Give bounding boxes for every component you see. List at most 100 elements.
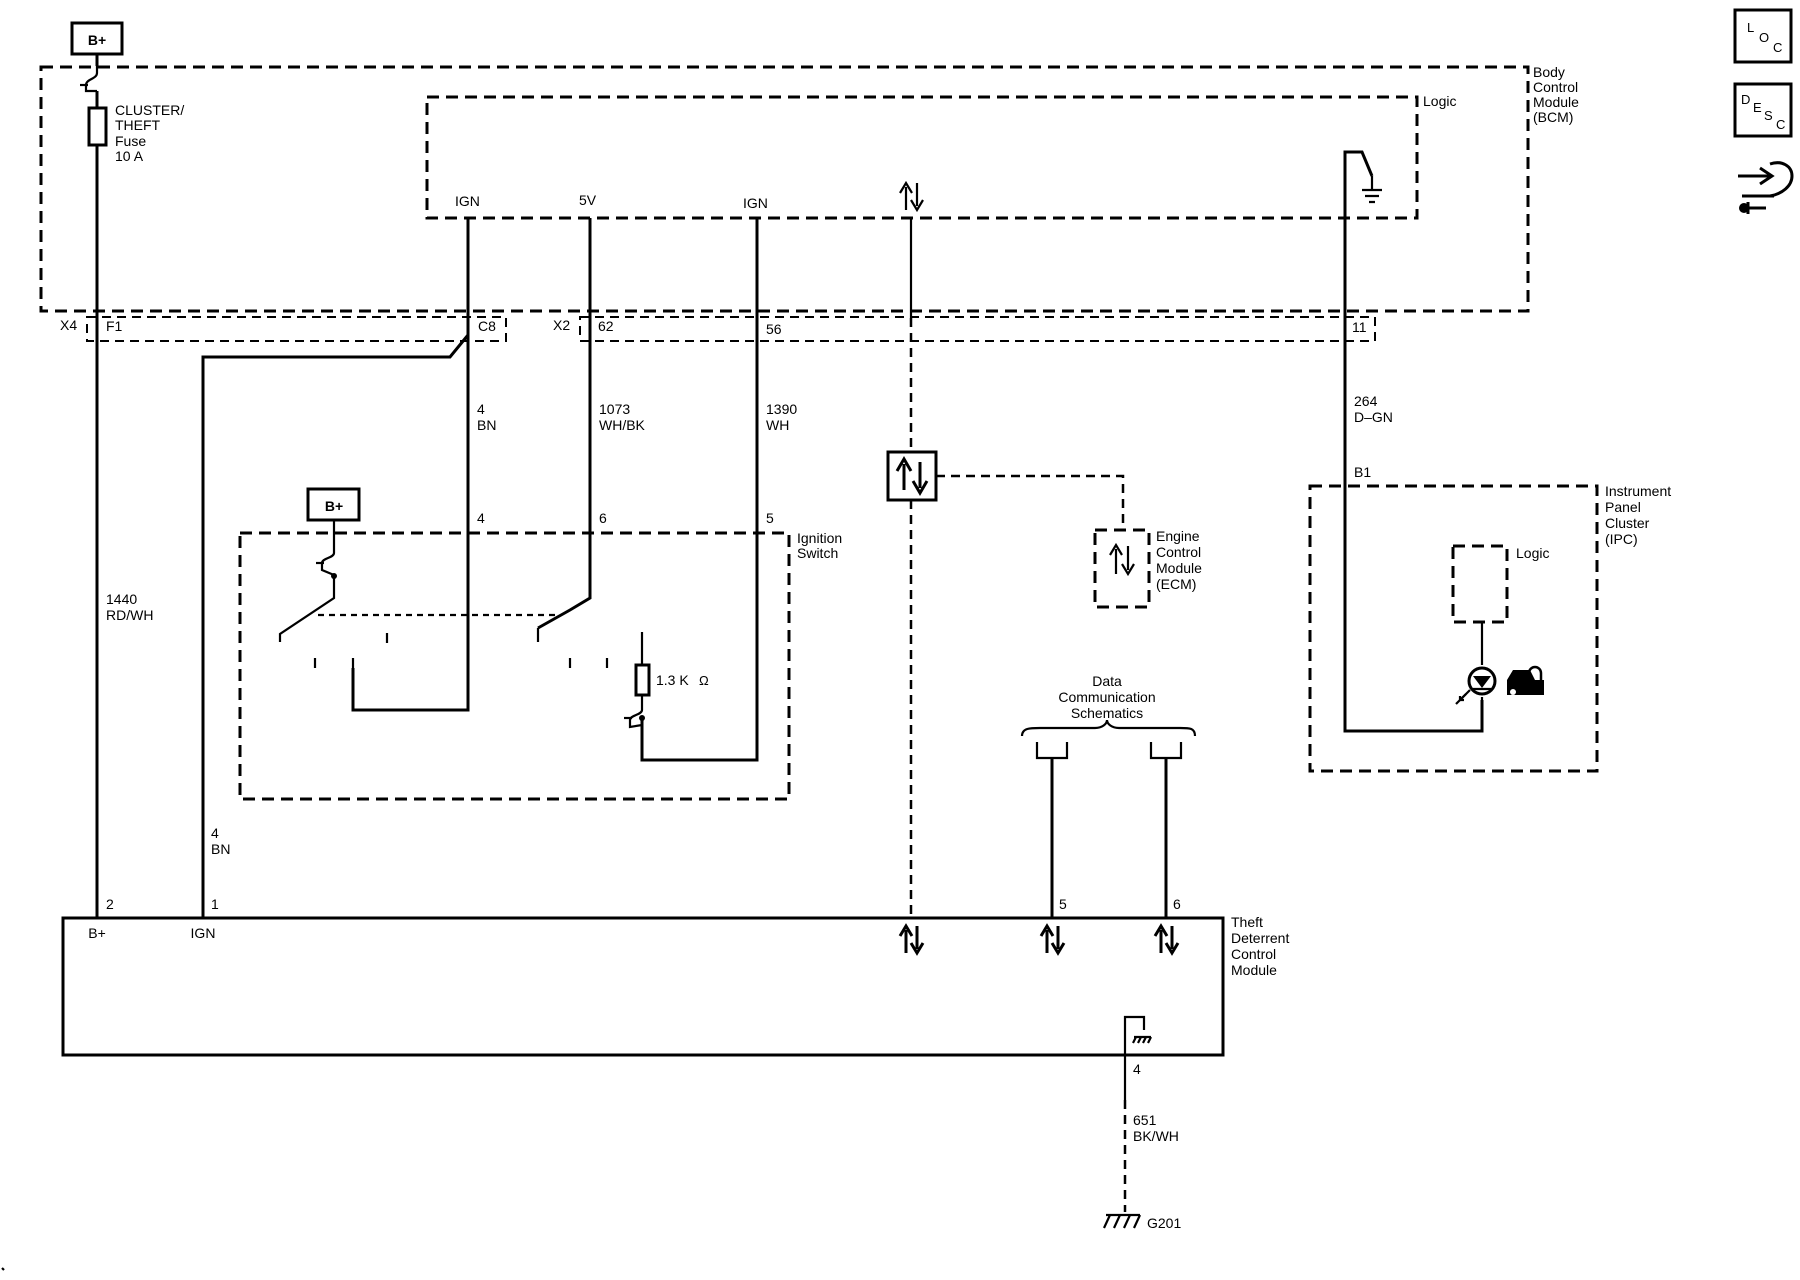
ecm-name-line: Module xyxy=(1156,560,1202,576)
wire-264-circuit: 264 xyxy=(1354,393,1378,409)
tdcm-pin-6: 6 xyxy=(1173,896,1181,912)
desc-icon-letter: D xyxy=(1741,92,1750,107)
engine-control-module: Engine Control Module (ECM) xyxy=(1093,528,1202,609)
battery-source-top: B+ xyxy=(70,21,124,56)
tdcm-ground-icon xyxy=(1123,1015,1152,1055)
connector-x2-label: X2 xyxy=(553,317,570,333)
wire-1073-wh-bk xyxy=(537,218,592,630)
bcm-name-line: Module xyxy=(1533,94,1579,110)
connector-56-label: 56 xyxy=(766,321,782,337)
tdcm-data5-arrows-icon xyxy=(1039,923,1066,956)
bcm-pin-5v: 5V xyxy=(579,192,597,208)
ignition-switch-name-line: Ignition xyxy=(797,530,842,546)
tdcm-serial-arrows-icon xyxy=(898,923,925,956)
loc-icon-letter: L xyxy=(1747,20,1754,35)
ignition-switch-pin-6: 6 xyxy=(599,510,607,526)
resistor-value: 1.3 K xyxy=(656,672,689,688)
tdcm-pin-5: 5 xyxy=(1059,896,1067,912)
ipc-name-line: Panel xyxy=(1605,499,1641,515)
ecm-name-line: Engine xyxy=(1156,528,1200,544)
loc-icon-letter: O xyxy=(1759,30,1769,45)
ipc-name-line: (IPC) xyxy=(1605,531,1638,547)
desc-icon-letter: C xyxy=(1776,117,1785,132)
tdcm-name-line: Control xyxy=(1231,946,1276,962)
wire-651-color: BK/WH xyxy=(1133,1128,1179,1144)
ecm-name-line: Control xyxy=(1156,544,1201,560)
connector-x4-label: X4 xyxy=(60,317,77,333)
bcm-connector-x4: X4 F1 C8 xyxy=(60,316,507,342)
desc-icon-letter: S xyxy=(1764,108,1773,123)
security-car-lock-icon xyxy=(1507,665,1544,695)
desc-icon[interactable]: D E S C xyxy=(1733,82,1793,138)
wire-4-bn-top xyxy=(351,218,470,712)
tdcm-data6-arrows-icon xyxy=(1153,923,1180,956)
data-comm-title-line: Data xyxy=(1092,673,1122,689)
resistor-unit: Ω xyxy=(699,673,709,688)
data-comm-title-line: Communication xyxy=(1058,689,1155,705)
ecm-data-arrows-icon xyxy=(1109,542,1135,577)
ignition-switch-name-line: Switch xyxy=(797,545,838,561)
wire-4-bn-top-circuit: 4 xyxy=(477,401,485,417)
battery-source-top-label: B+ xyxy=(88,32,106,48)
wire-1073-circuit: 1073 xyxy=(599,401,630,417)
tdcm-pin-label-ign: IGN xyxy=(191,925,216,941)
wire-4-bn-bottom-circuit: 4 xyxy=(211,825,219,841)
wire-1390-wh xyxy=(640,218,759,762)
bcm-connector-x2: X2 62 56 11 xyxy=(553,316,1376,342)
desc-icon-letter: E xyxy=(1753,100,1762,115)
loc-icon[interactable]: L O C xyxy=(1733,8,1793,64)
tdcm-name-line: Module xyxy=(1231,962,1277,978)
wire-1390-color: WH xyxy=(766,417,789,433)
wire-4-bn-bottom xyxy=(201,334,470,918)
wire-4-bn-bottom-color: BN xyxy=(211,841,230,857)
bcm-name-line: Control xyxy=(1533,79,1578,95)
tdcm-name-line: Deterrent xyxy=(1231,930,1289,946)
ecm-name-line: (ECM) xyxy=(1156,576,1196,592)
fuse-name-line: CLUSTER/ xyxy=(115,102,184,118)
bcm-ground-switch xyxy=(1343,150,1382,218)
bcm-name: Body Control Module (BCM) xyxy=(1533,64,1579,125)
theft-deterrent-control-module: Theft Deterrent Control Module 2 1 5 6 B… xyxy=(61,896,1289,1077)
ground-g201-icon xyxy=(1103,1213,1141,1229)
ignition-switch-pin-5: 5 xyxy=(766,510,774,526)
bcm-data-arrows-icon xyxy=(899,180,924,213)
bcm-name-line: Body xyxy=(1533,64,1565,80)
data-comm-title-line: Schematics xyxy=(1071,705,1143,721)
connector-tool-icon[interactable] xyxy=(1738,161,1794,214)
ground-g201-label: G201 xyxy=(1147,1215,1181,1231)
connector-c8-label: C8 xyxy=(478,318,496,334)
ignition-switch: Ignition Switch 4 6 5 B+ 1.3 K Ω xyxy=(238,487,842,801)
bcm-logic-block xyxy=(425,95,1419,220)
data-communication-schematics: Data Communication Schematics xyxy=(1020,673,1197,918)
security-indicator-led-icon xyxy=(1455,666,1497,705)
tdcm-pin-4: 4 xyxy=(1133,1061,1141,1077)
wire-264-color: D–GN xyxy=(1354,409,1393,425)
bcm-name-line: (BCM) xyxy=(1533,109,1573,125)
ignition-battery-label: B+ xyxy=(325,498,343,514)
loc-icon-letter: C xyxy=(1773,40,1782,55)
serial-data-gateway xyxy=(886,450,1125,526)
ipc-logic-label: Logic xyxy=(1516,545,1549,561)
tdcm-pin-label-bplus: B+ xyxy=(88,925,106,941)
ipc-pin-b1: B1 xyxy=(1354,464,1371,480)
ignition-resistor xyxy=(634,663,651,697)
fuse-name-line: 10 A xyxy=(115,148,144,164)
connector-11-label: 11 xyxy=(1352,319,1367,335)
bcm-logic-label: Logic xyxy=(1423,93,1456,109)
wire-1440-color: RD/WH xyxy=(106,607,153,623)
ignition-switch-pin-4: 4 xyxy=(477,510,485,526)
wire-4-bn-top-color: BN xyxy=(477,417,496,433)
connector-62-label: 62 xyxy=(598,318,614,334)
body-control-module: Body Control Module (BCM) Logic IGN 5V I… xyxy=(39,64,1579,313)
ipc-name-line: Instrument xyxy=(1605,483,1671,499)
bcm-pin-ign-left: IGN xyxy=(455,193,480,209)
wire-1073-color: WH/BK xyxy=(599,417,646,433)
tdcm-pin-2: 2 xyxy=(106,896,114,912)
connector-f1-label: F1 xyxy=(106,318,123,334)
tdcm-name-line: Theft xyxy=(1231,914,1263,930)
instrument-panel-cluster: Instrument Panel Cluster (IPC) Logic xyxy=(1308,483,1671,773)
fuse-name-line: THEFT xyxy=(115,117,161,133)
wire-651-circuit: 651 xyxy=(1133,1112,1157,1128)
wire-1440-circuit: 1440 xyxy=(106,591,137,607)
